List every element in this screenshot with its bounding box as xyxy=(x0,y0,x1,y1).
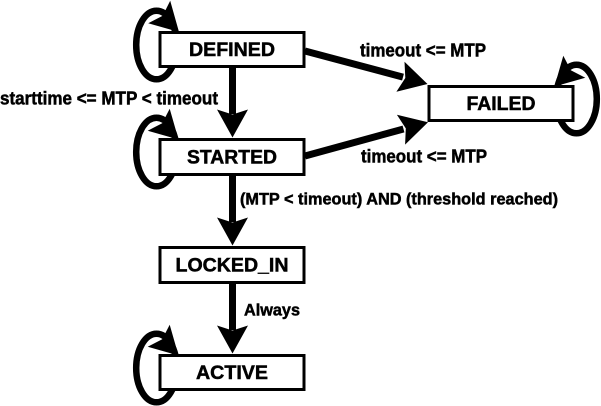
svg-text:Always: Always xyxy=(244,301,300,320)
svg-text:FAILED: FAILED xyxy=(467,93,536,115)
svg-text:ACTIVE: ACTIVE xyxy=(196,362,268,384)
svg-text:timeout <= MTP: timeout <= MTP xyxy=(361,147,487,167)
svg-text:(MTP < timeout) AND (threshold: (MTP < timeout) AND (threshold reached) xyxy=(240,190,558,209)
svg-text:timeout <= MTP: timeout <= MTP xyxy=(360,41,486,61)
svg-text:DEFINED: DEFINED xyxy=(189,39,275,61)
svg-text:starttime <= MTP < timeout: starttime <= MTP < timeout xyxy=(0,89,218,109)
svg-text:LOCKED_IN: LOCKED_IN xyxy=(176,255,289,277)
svg-text:STARTED: STARTED xyxy=(187,147,277,169)
